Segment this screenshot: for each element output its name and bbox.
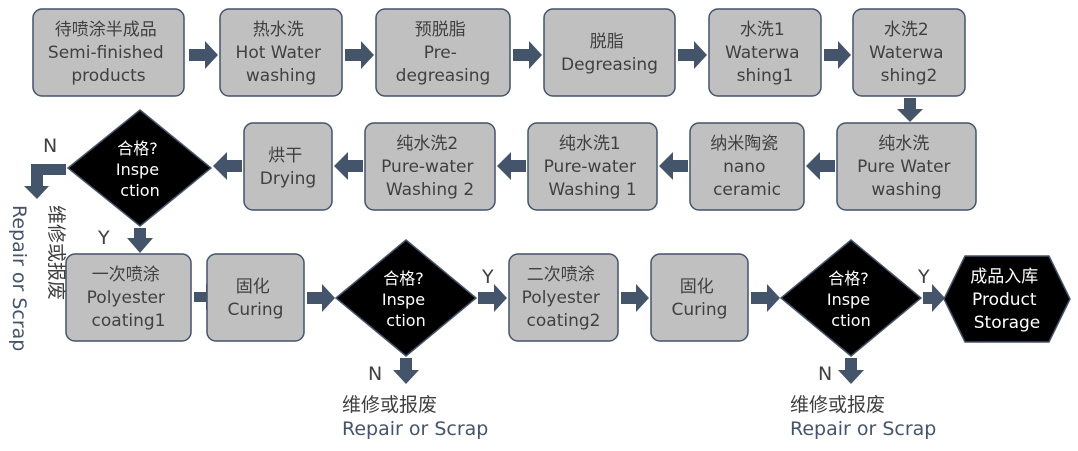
repair-or-scrap-en-vertical: Repair or Scrap: [8, 205, 30, 351]
arrow-right: [751, 284, 780, 312]
step-water-washing-1: 水洗1 Waterwa shing1: [708, 8, 822, 97]
svg-text:纯水洗 Pure Water was: 纯水洗 Pure Water washing: [857, 134, 956, 200]
step-polyester-coating-2: 二次喷涂 Polyester coating2: [508, 253, 619, 342]
svg-text:预脱脂 Pre- degreasin: 预脱脂 Pre- degreasing: [396, 20, 491, 86]
arrow-down: [838, 358, 864, 384]
arrow-left: [659, 152, 688, 180]
svg-text:热水洗 Hot Water wash: 热水洗 Hot Water washing: [236, 20, 327, 86]
repair-or-scrap-zh: 维修或报废: [342, 394, 437, 416]
repair-or-scrap-zh: 维修或报废: [790, 394, 885, 416]
arrow-right: [513, 41, 542, 69]
svg-text:固化 Curing: 固化 Curing: [672, 277, 728, 320]
arrow-left: [334, 152, 363, 180]
svg-text:合格? Inspe ction: 合格? Inspe ction: [827, 269, 875, 330]
svg-text:待喷涂半成品 Semi-finished: 待喷涂半成品 Semi-finished products: [48, 20, 169, 86]
step-water-washing-2: 水洗2 Waterwa shing2: [852, 8, 966, 97]
svg-text:水洗2 Waterwa shing2: 水洗2 Waterwa shing2: [869, 20, 949, 86]
step-nano-ceramic: 纳米陶瓷 nano ceramic: [689, 122, 805, 211]
svg-text:成品入库 Product Stora: 成品入库 Product Storage: [970, 267, 1043, 333]
no-label: N: [43, 135, 57, 157]
inspection-decision-1: 合格? Inspe ction: [66, 109, 213, 227]
svg-text:合格? Inspe ction: 合格? Inspe ction: [116, 139, 164, 200]
arrow-left: [213, 152, 242, 180]
svg-text:二次喷涂 Polyester coa: 二次喷涂 Polyester coating2: [522, 265, 606, 331]
arrow-down-left-no: [24, 164, 66, 199]
inspection-decision-3: 合格? Inspe ction: [779, 239, 923, 357]
arrow-right: [345, 41, 374, 69]
svg-text:脱脂 Degreasing: 脱脂 Degreasing: [561, 32, 658, 75]
step-polyester-coating-1: 一次喷涂 Polyester coating1: [65, 253, 192, 342]
arrow-down: [897, 98, 923, 122]
arrow-right: [678, 41, 707, 69]
svg-text:固化 Curing: 固化 Curing: [228, 277, 284, 320]
arrow-right: [824, 41, 851, 69]
step-pure-water-washing-2: 纯水洗2 Pure-water Washing 2: [364, 122, 496, 211]
arrow-right: [621, 284, 649, 312]
svg-text:纳米陶瓷 nano ceramic: 纳米陶瓷 nano ceramic: [710, 134, 783, 200]
repair-or-scrap-en: Repair or Scrap: [342, 418, 488, 440]
arrow-right: [189, 41, 218, 69]
inspection-decision-2: 合格? Inspe ction: [334, 239, 478, 357]
no-label: N: [818, 363, 832, 385]
svg-text:烘干 Drying: 烘干 Drying: [260, 146, 316, 189]
arrow-down: [393, 358, 419, 384]
step-curing-1: 固化 Curing: [206, 253, 305, 342]
arrow-right: [307, 284, 335, 312]
yes-label: Y: [97, 227, 110, 249]
no-label: N: [368, 363, 382, 385]
step-degreasing: 脱脂 Degreasing: [543, 8, 676, 97]
svg-text:一次喷涂 Polyester coa: 一次喷涂 Polyester coating1: [87, 265, 171, 331]
step-pure-water-washing-1: 纯水洗1 Pure-water Washing 1: [527, 122, 658, 211]
step-curing-2: 固化 Curing: [650, 253, 749, 342]
svg-text:水洗1 Waterwa shing1: 水洗1 Waterwa shing1: [725, 20, 805, 86]
arrow-left: [806, 152, 835, 180]
svg-text:纯水洗2 Pure-water Wa: 纯水洗2 Pure-water Washing 2: [381, 134, 479, 200]
yes-label: Y: [917, 266, 930, 288]
product-storage-terminal: 成品入库 Product Storage: [943, 255, 1071, 343]
yes-label: Y: [481, 266, 494, 288]
repair-or-scrap-zh-vertical: 维修或报废: [45, 205, 67, 300]
arrow-down: [127, 228, 153, 253]
arrow-right: [478, 284, 507, 312]
step-hot-water-washing: 热水洗 Hot Water washing: [219, 8, 343, 97]
arrow-left: [497, 152, 526, 180]
step-semi-finished-products: 待喷涂半成品 Semi-finished products: [32, 8, 185, 97]
step-pre-degreasing: 预脱脂 Pre- degreasing: [375, 8, 511, 97]
arrow-right: [923, 284, 945, 312]
repair-or-scrap-en: Repair or Scrap: [790, 418, 936, 440]
svg-text:纯水洗1 Pure-water Wa: 纯水洗1 Pure-water Washing 1: [544, 134, 642, 200]
step-drying: 烘干 Drying: [243, 122, 333, 211]
step-pure-water-washing: 纯水洗 Pure Water washing: [836, 122, 977, 211]
svg-text:合格? Inspe ction: 合格? Inspe ction: [382, 269, 430, 330]
